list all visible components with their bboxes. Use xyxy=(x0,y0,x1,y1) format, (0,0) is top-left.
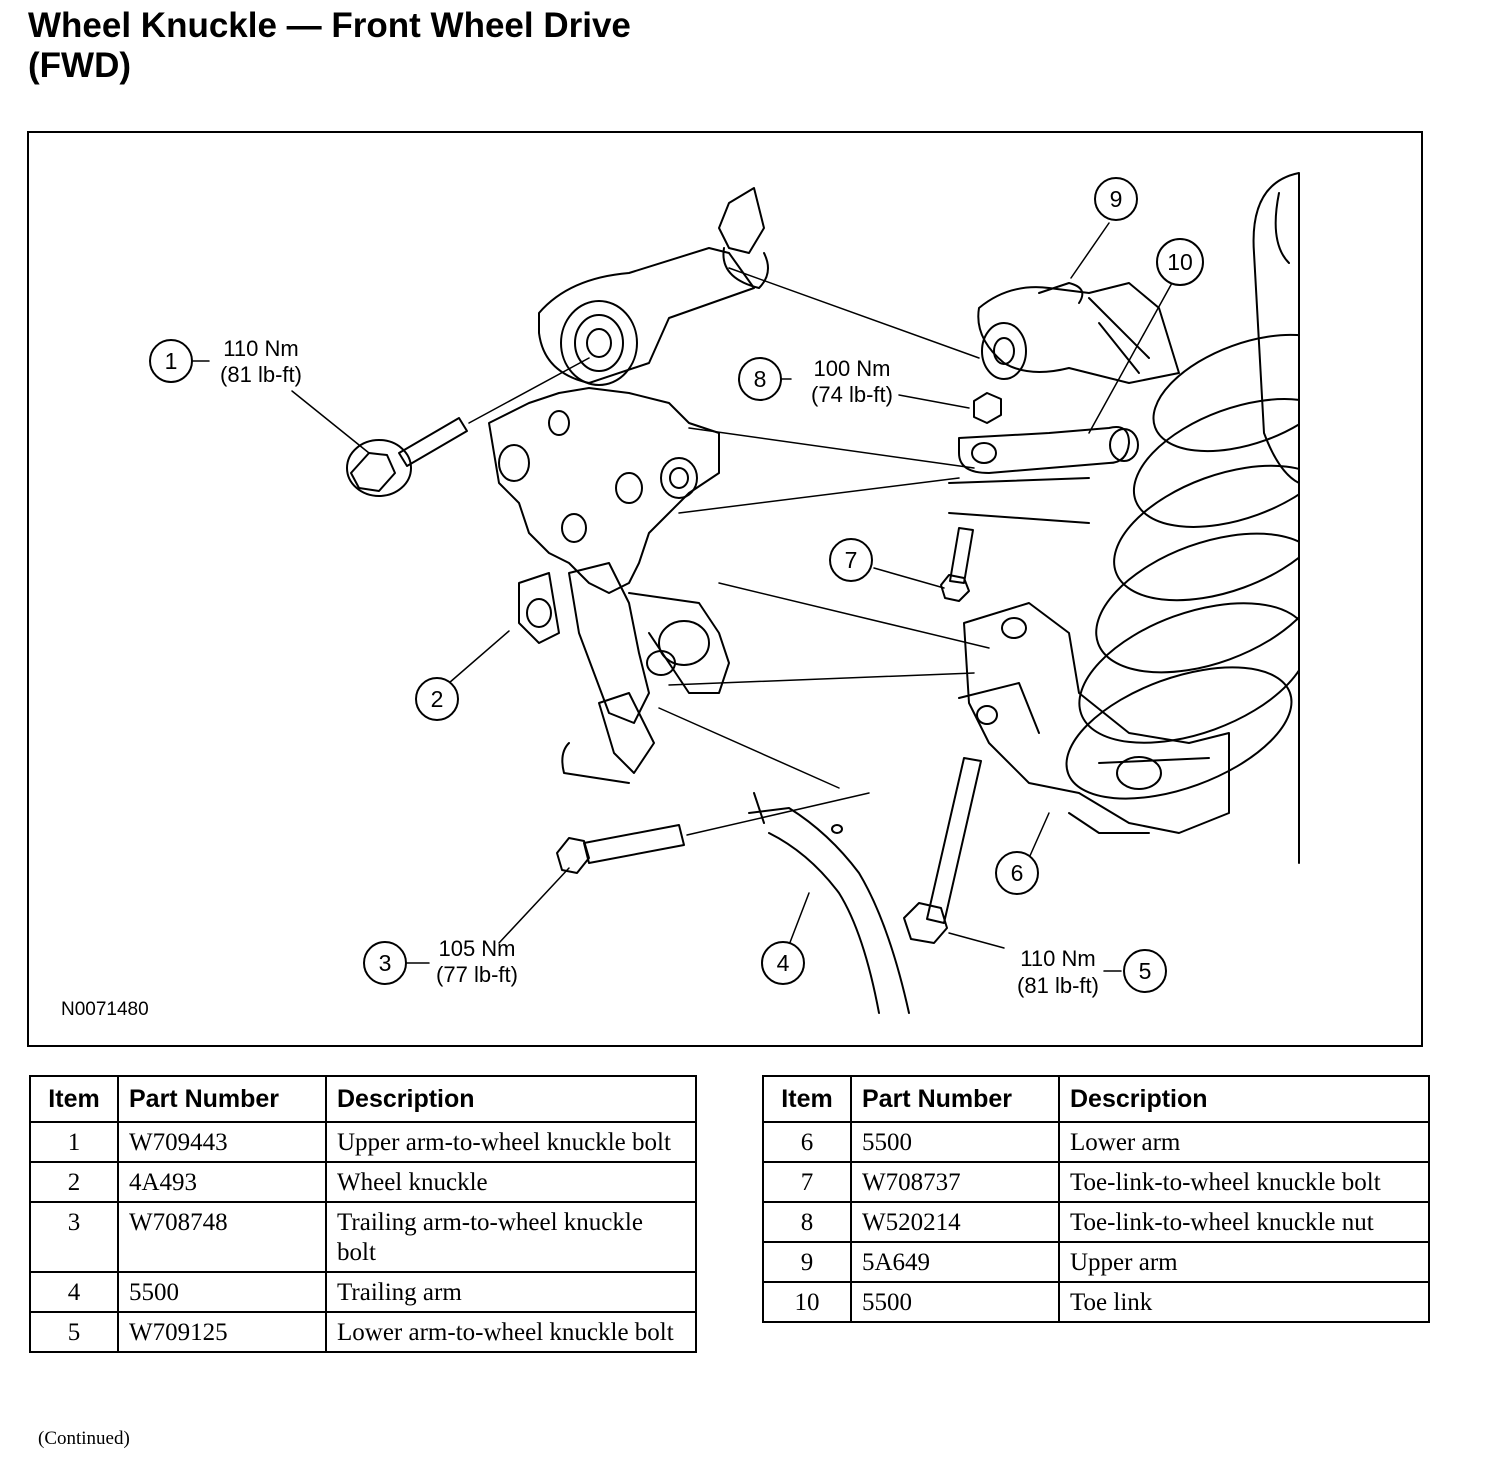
cell-description: Lower arm-to-wheel knuckle bolt xyxy=(325,1311,697,1353)
callout-8-circle xyxy=(738,357,782,401)
cell-item: 1 xyxy=(29,1121,119,1163)
callout-5-number: 5 xyxy=(1139,958,1152,984)
title-line-1: Wheel Knuckle — Front Wheel Drive xyxy=(28,6,631,45)
table-row: 2 4A493 Wheel knuckle xyxy=(29,1161,697,1203)
callout-2-number: 2 xyxy=(431,686,444,712)
cell-description: Trailing arm xyxy=(325,1271,697,1313)
callout-2-circle xyxy=(415,677,459,721)
callout-3-torque-nm: 105 Nm xyxy=(438,936,515,961)
callout-3-number: 3 xyxy=(379,950,392,976)
header-item: Item xyxy=(29,1075,119,1123)
callout-1-circle xyxy=(149,339,193,383)
table-row: 4 5500 Trailing arm xyxy=(29,1271,697,1313)
alignment-lines xyxy=(468,267,990,836)
callout-5-circle xyxy=(1123,949,1167,993)
leader-lines xyxy=(191,222,1173,972)
cell-description: Wheel knuckle xyxy=(325,1161,697,1203)
callout-9-circle xyxy=(1094,177,1138,221)
figure-id: N0071480 xyxy=(61,999,149,1020)
callout-circles xyxy=(149,177,1204,993)
bolt-1-drawing xyxy=(346,417,468,497)
cell-item: 4 xyxy=(29,1271,119,1313)
cell-description: Trailing arm-to-wheel knuckle bolt xyxy=(325,1201,697,1273)
cell-part-number: 5500 xyxy=(850,1281,1060,1323)
cell-part-number: W708737 xyxy=(850,1161,1060,1203)
callout-1-number: 1 xyxy=(165,348,178,374)
cell-item: 5 xyxy=(29,1311,119,1353)
table-row: 1 W709443 Upper arm-to-wheel knuckle bol… xyxy=(29,1121,697,1163)
cell-part-number: 5500 xyxy=(117,1271,327,1313)
callout-7-circle xyxy=(829,538,873,582)
callout-5-torque-lbft: (81 lb-ft) xyxy=(1017,973,1099,998)
wheel-knuckle-drawing xyxy=(488,387,730,784)
exploded-view-figure: 1 2 3 4 5 6 7 8 9 10 110 Nm (81 lb-ft) 1… xyxy=(27,131,1423,1047)
parts-table-left: Item Part Number Description 1 W709443 U… xyxy=(29,1075,697,1353)
callout-1-torque-lbft: (81 lb-ft) xyxy=(220,362,302,387)
cell-item: 10 xyxy=(762,1281,852,1323)
callout-4-circle xyxy=(761,941,805,985)
bolt-5-drawing xyxy=(903,757,982,944)
cell-part-number: W709443 xyxy=(117,1121,327,1163)
cell-description: Toe-link-to-wheel knuckle nut xyxy=(1058,1201,1430,1243)
callout-3-circle xyxy=(363,941,407,985)
callout-6-number: 6 xyxy=(1011,860,1024,886)
cell-part-number: 5500 xyxy=(850,1121,1060,1163)
parts-table-right: Item Part Number Description 6 5500 Lowe… xyxy=(762,1075,1430,1323)
callout-10-circle xyxy=(1156,238,1204,286)
trailing-arm-drawing xyxy=(748,792,910,1014)
upper-arm-drawing xyxy=(538,187,1180,386)
suspension-illustration: 1 2 3 4 5 6 7 8 9 10 110 Nm (81 lb-ft) 1… xyxy=(149,163,1421,1014)
table-row: 9 5A649 Upper arm xyxy=(762,1241,1430,1283)
header-description: Description xyxy=(1058,1075,1430,1123)
table-header-row: Item Part Number Description xyxy=(762,1075,1430,1123)
toe-link-drawing xyxy=(948,426,1139,524)
table-row: 6 5500 Lower arm xyxy=(762,1121,1430,1163)
cell-item: 3 xyxy=(29,1201,119,1273)
callout-8-number: 8 xyxy=(754,366,767,392)
cell-part-number: W709125 xyxy=(117,1311,327,1353)
callout-4-number: 4 xyxy=(777,950,790,976)
callout-5-torque-nm: 110 Nm xyxy=(1020,946,1095,971)
cell-item: 6 xyxy=(762,1121,852,1163)
lower-arm-drawing xyxy=(958,602,1230,834)
cell-description: Upper arm xyxy=(1058,1241,1430,1283)
coil-spring-drawing xyxy=(1065,163,1421,864)
table-row: 8 W520214 Toe-link-to-wheel knuckle nut xyxy=(762,1201,1430,1243)
nut-8-drawing xyxy=(973,392,1002,424)
table-row: 3 W708748 Trailing arm-to-wheel knuckle … xyxy=(29,1201,697,1273)
callout-6-circle xyxy=(995,851,1039,895)
table-header-row: Item Part Number Description xyxy=(29,1075,697,1123)
title-line-2: (FWD) xyxy=(28,46,132,85)
cell-part-number: W708748 xyxy=(117,1201,327,1273)
cell-description: Upper arm-to-wheel knuckle bolt xyxy=(325,1121,697,1163)
cell-description: Toe-link-to-wheel knuckle bolt xyxy=(1058,1161,1430,1203)
cell-item: 8 xyxy=(762,1201,852,1243)
table-row: 7 W708737 Toe-link-to-wheel knuckle bolt xyxy=(762,1161,1430,1203)
cell-part-number: 5A649 xyxy=(850,1241,1060,1283)
callout-7-number: 7 xyxy=(845,547,858,573)
page-title: Wheel Knuckle — Front Wheel Drive (FWD) xyxy=(28,6,631,86)
cell-description: Lower arm xyxy=(1058,1121,1430,1163)
cell-description: Toe link xyxy=(1058,1281,1430,1323)
header-part-number: Part Number xyxy=(850,1075,1060,1123)
header-part-number: Part Number xyxy=(117,1075,327,1123)
table-row: 5 W709125 Lower arm-to-wheel knuckle bol… xyxy=(29,1311,697,1353)
cell-item: 9 xyxy=(762,1241,852,1283)
bolt-3-drawing xyxy=(556,824,685,874)
callout-10-number: 10 xyxy=(1167,249,1193,275)
callout-8-torque-lbft: (74 lb-ft) xyxy=(811,382,893,407)
callout-8-torque-nm: 100 Nm xyxy=(813,356,890,381)
header-item: Item xyxy=(762,1075,852,1123)
callout-3-torque-lbft: (77 lb-ft) xyxy=(436,962,518,987)
cell-part-number: 4A493 xyxy=(117,1161,327,1203)
callout-9-number: 9 xyxy=(1110,186,1123,212)
table-row: 10 5500 Toe link xyxy=(762,1281,1430,1323)
header-description: Description xyxy=(325,1075,697,1123)
continued-note: (Continued) xyxy=(38,1428,130,1449)
callout-1-torque-nm: 110 Nm xyxy=(223,336,298,361)
cell-item: 7 xyxy=(762,1161,852,1203)
cell-part-number: W520214 xyxy=(850,1201,1060,1243)
cell-item: 2 xyxy=(29,1161,119,1203)
bolt-7-drawing xyxy=(940,527,974,602)
